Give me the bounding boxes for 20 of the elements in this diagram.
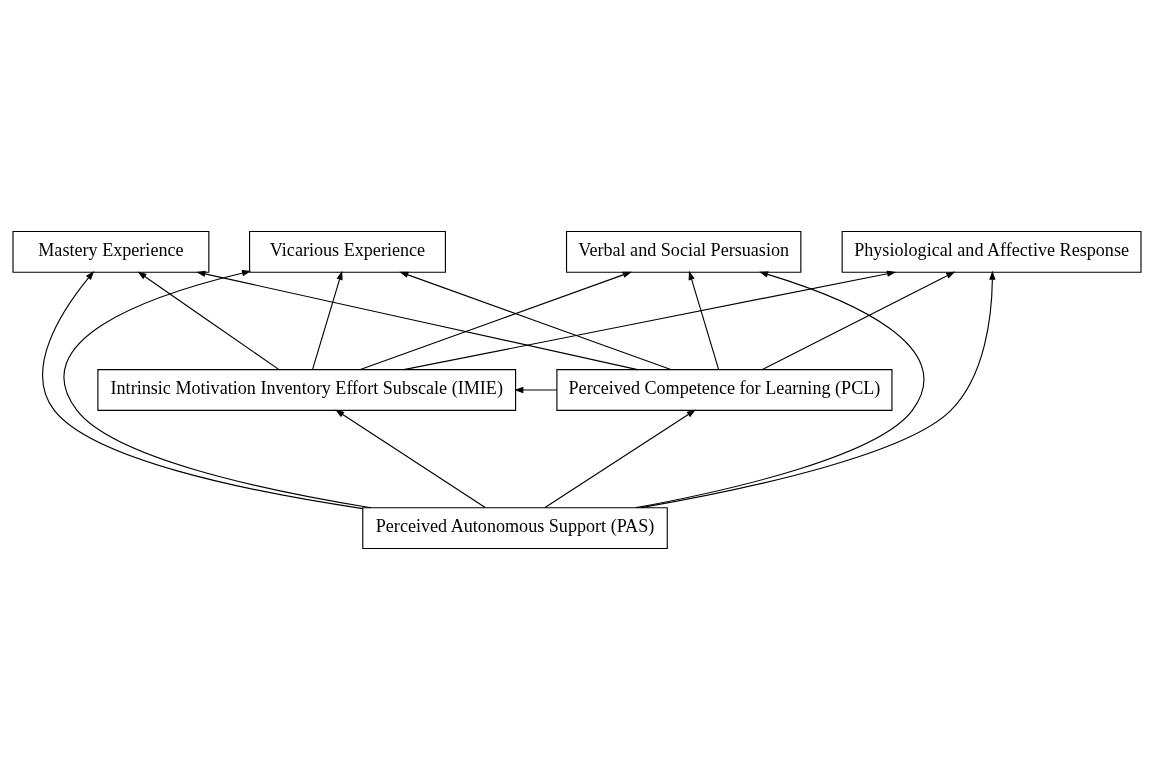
arrow [399,271,672,371]
arrow [403,270,897,371]
node-box: Perceived Autonomous Support (PAS) [362,507,668,550]
node-box: Vicarious Experience [249,230,446,273]
node-box: Intrinsic Motivation Inventory Effort Subscale (IMIE) [97,369,517,411]
arrow [359,271,632,371]
arrow [688,270,720,370]
arrow [640,270,996,509]
arrow [312,270,343,370]
arrow [761,271,956,371]
node-box: Perceived Competence for Learning (PCL) [556,369,893,411]
arrow [335,409,486,509]
arrow [514,386,558,394]
arrow [544,409,696,509]
arrow [196,270,639,371]
node-box: Verbal and Social Persuasion [565,230,802,273]
arrow [635,271,925,509]
node-box: Physiological and Affective Response [841,230,1142,273]
arrow [137,271,280,370]
node-box: Mastery Experience [12,230,210,273]
